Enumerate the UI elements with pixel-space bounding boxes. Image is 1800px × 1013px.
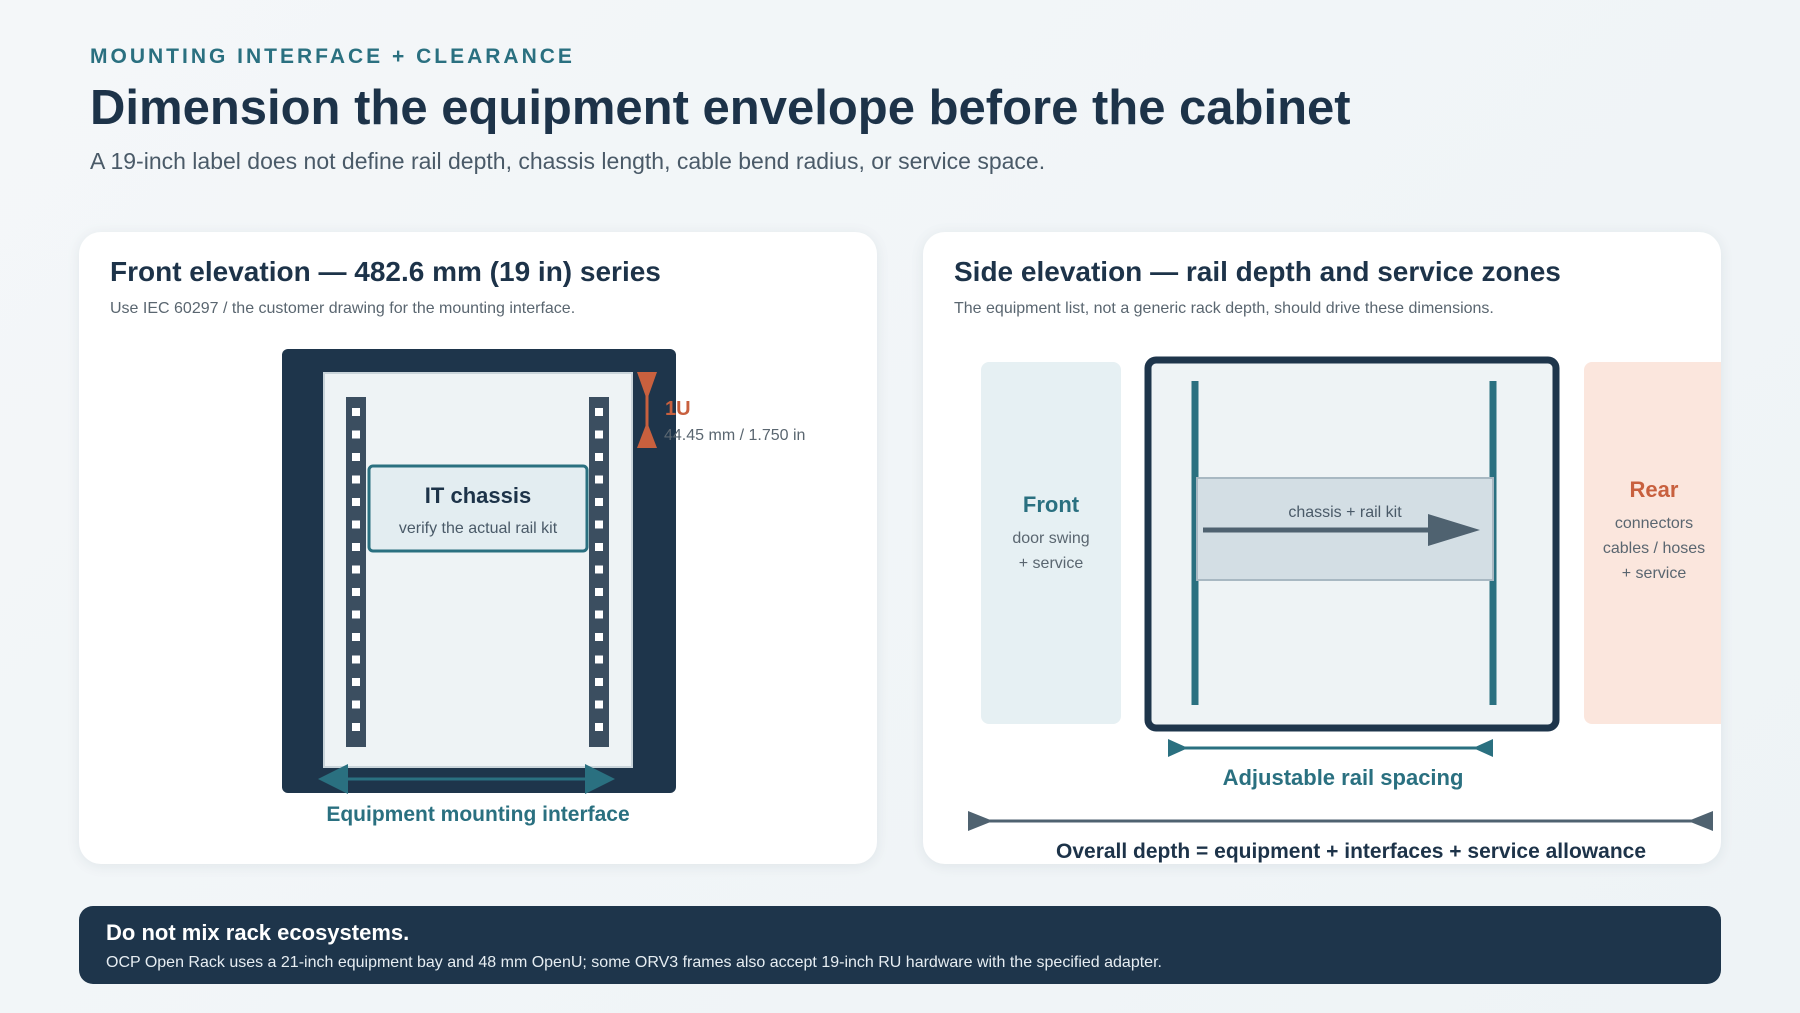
rail-hole — [352, 520, 360, 529]
rail-hole — [352, 633, 360, 641]
rear-zone-line3: + service — [1622, 565, 1687, 582]
rail-spacing-arrow-right — [1473, 739, 1493, 757]
chassis-rail-kit-label: chassis + rail kit — [1288, 504, 1402, 521]
rail-hole — [352, 678, 360, 686]
rail-hole — [595, 588, 603, 596]
front-zone-line1: door swing — [1012, 530, 1089, 547]
rail-spacing-arrow-left — [1168, 739, 1188, 757]
it-chassis-note: verify the actual rail kit — [399, 520, 558, 537]
chassis-insert-arrow-head — [1428, 514, 1480, 546]
side-card-subtitle: The equipment list, not a generic rack d… — [954, 300, 1494, 317]
rail-hole — [352, 543, 360, 551]
rail-hole — [595, 565, 603, 574]
side-card-title: Side elevation — rail depth and service … — [954, 256, 1561, 287]
page-subtitle: A 19-inch label does not define rail dep… — [90, 148, 1046, 174]
unit-arrow-top — [637, 372, 657, 400]
rail-hole — [352, 655, 360, 664]
front-elevation-card: Front elevation — 482.6 mm (19 in) serie… — [79, 232, 877, 864]
mounting-interface-label: Equipment mounting interface — [326, 803, 629, 826]
left-rail-holes — [352, 408, 360, 731]
rail-hole — [352, 453, 360, 461]
unit-label: 1U — [665, 398, 691, 420]
overall-depth-arrow-right — [1688, 811, 1713, 831]
front-zone-line2: + service — [1019, 555, 1084, 572]
rear-zone-title: Rear — [1630, 477, 1679, 502]
rail-hole — [352, 430, 360, 439]
rail-hole — [595, 475, 603, 484]
rail-hole — [595, 610, 603, 619]
rail-hole — [352, 475, 360, 484]
front-elevation-diagram: IT chassis verify the actual rail kit 1U… — [282, 349, 805, 826]
rail-hole — [595, 453, 603, 461]
rear-service-zone — [1584, 362, 1721, 724]
it-chassis-label: IT chassis — [425, 483, 531, 508]
rail-hole — [352, 565, 360, 574]
rail-hole — [595, 723, 603, 731]
banner-text: OCP Open Rack uses a 21-inch equipment b… — [106, 954, 1162, 971]
right-rail-holes — [595, 408, 603, 731]
rail-hole — [595, 655, 603, 664]
unit-arrow-bottom — [637, 422, 657, 448]
overall-depth-arrow-left — [968, 811, 993, 831]
unit-dimension: 44.45 mm / 1.750 in — [664, 427, 805, 444]
rail-hole — [352, 408, 360, 416]
rear-zone-line1: connectors — [1615, 515, 1693, 532]
rail-hole — [595, 520, 603, 529]
side-elevation-card: Side elevation — rail depth and service … — [923, 232, 1721, 864]
warning-banner: Do not mix rack ecosystems. OCP Open Rac… — [79, 906, 1721, 984]
rail-hole — [595, 430, 603, 439]
front-service-zone — [981, 362, 1121, 724]
rail-hole — [595, 633, 603, 641]
rail-spacing-label: Adjustable rail spacing — [1223, 765, 1464, 790]
rail-hole — [352, 723, 360, 731]
rail-hole — [595, 700, 603, 709]
front-card-title: Front elevation — 482.6 mm (19 in) serie… — [110, 256, 661, 287]
rail-hole — [595, 498, 603, 506]
rear-zone-line2: cables / hoses — [1603, 540, 1705, 557]
rail-hole — [595, 678, 603, 686]
it-chassis-box — [367, 464, 589, 553]
eyebrow-label: MOUNTING INTERFACE + CLEARANCE — [90, 45, 575, 68]
page-title: Dimension the equipment envelope before … — [90, 81, 1351, 135]
banner-title: Do not mix rack ecosystems. — [106, 920, 410, 945]
front-zone-title: Front — [1023, 492, 1080, 517]
overall-depth-label: Overall depth = equipment + interfaces +… — [1056, 840, 1646, 863]
rail-hole — [352, 588, 360, 596]
rail-hole — [352, 610, 360, 619]
front-card-subtitle: Use IEC 60297 / the customer drawing for… — [110, 300, 576, 317]
rail-hole — [352, 700, 360, 709]
rail-hole — [352, 498, 360, 506]
cabinet-opening — [323, 372, 633, 768]
rail-hole — [595, 408, 603, 416]
side-elevation-diagram: Front door swing + service Rear connecto… — [968, 356, 1721, 863]
rail-hole — [595, 543, 603, 551]
